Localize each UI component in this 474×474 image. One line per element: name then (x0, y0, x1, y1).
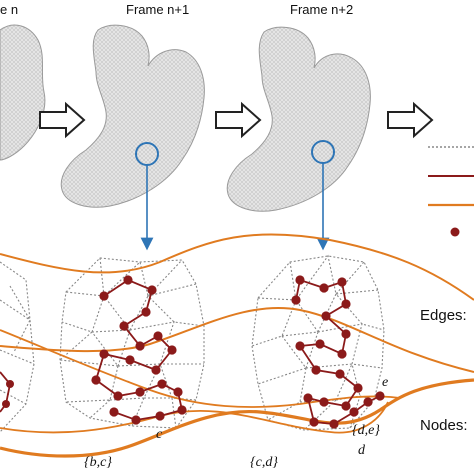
node (315, 339, 325, 349)
node (99, 291, 109, 301)
node (337, 277, 347, 287)
edge-label-de: {d,e} (352, 423, 380, 438)
node (153, 331, 163, 341)
node (363, 397, 373, 407)
heart-mesh-frame-n2 (226, 26, 371, 212)
orange-edge-bottom-thick (0, 378, 474, 458)
node (147, 285, 157, 295)
node (125, 355, 135, 365)
node (135, 387, 145, 397)
node (319, 397, 329, 407)
node-label-d: d (358, 443, 366, 458)
frame-n1-title: Frame n+1 (126, 2, 189, 17)
node (335, 369, 345, 379)
mesh-graph-left-partial (0, 261, 35, 433)
node (329, 419, 339, 429)
frame-n-title: e n (0, 2, 18, 17)
node-c (155, 411, 165, 421)
edges-side-label: Edges: (420, 307, 467, 324)
node (321, 311, 331, 321)
node (295, 341, 305, 351)
node (311, 365, 321, 375)
node (303, 393, 313, 403)
orange-temporal-edges (0, 233, 474, 458)
maroon-nodes-right (291, 275, 385, 429)
edge-label-bc: {b,c} (84, 455, 112, 470)
heart-mesh-frame-n1 (60, 24, 205, 208)
node (157, 379, 167, 389)
arrow-frame-n1-to-n2 (215, 101, 262, 139)
orange-edge-mid (0, 306, 474, 373)
maroon-nodes-middle (91, 275, 187, 425)
legend (428, 146, 474, 237)
orange-edge-bottom-thin (0, 401, 389, 434)
node (177, 405, 187, 415)
node (91, 375, 101, 385)
node-label-e: e (382, 375, 388, 390)
node (353, 383, 363, 393)
node (319, 283, 329, 293)
node (151, 365, 161, 375)
arrow-frame-n-to-n1 (39, 101, 86, 139)
node (119, 321, 129, 331)
node (309, 417, 319, 427)
node (167, 345, 177, 355)
orange-edge-top (0, 233, 474, 301)
node (135, 341, 145, 351)
zoom-marker-frame-n1 (135, 142, 159, 251)
zoom-marker-frame-n2 (311, 140, 335, 251)
node (291, 295, 301, 305)
node (341, 299, 351, 309)
node (131, 415, 141, 425)
node (341, 401, 351, 411)
node-label-c: c (156, 427, 163, 442)
nodes-side-label: Nodes: (420, 417, 468, 434)
node (337, 349, 347, 359)
orange-edge-lower (0, 329, 401, 408)
node (173, 387, 183, 397)
node (99, 349, 109, 359)
heart-mesh-frame-n (0, 24, 46, 161)
frame-n2-title: Frame n+2 (290, 2, 353, 17)
node-d (349, 407, 359, 417)
edge-label-cd: {c,d} (250, 455, 278, 470)
arrow-frame-n2-to-next (387, 101, 434, 139)
node-e (375, 391, 385, 401)
node (123, 275, 133, 285)
mesh-graph-middle (59, 257, 205, 429)
maroon-path-left-partial (0, 371, 14, 413)
mesh-graph-right (251, 254, 385, 431)
legend-node-dot (450, 227, 460, 237)
node (341, 329, 351, 339)
node (141, 307, 151, 317)
node (295, 275, 305, 285)
node (113, 391, 123, 401)
node (109, 407, 119, 417)
